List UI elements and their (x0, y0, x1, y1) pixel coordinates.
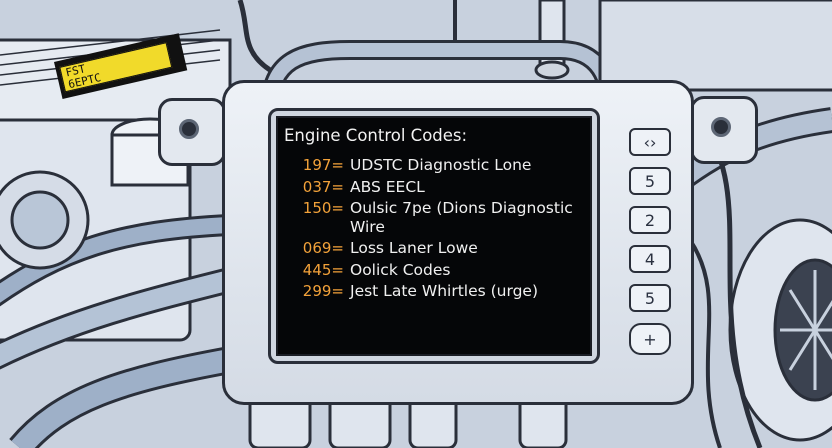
key-navigate[interactable]: ‹› (629, 128, 671, 156)
code-number: 197= (302, 156, 344, 174)
screen-title: Engine Control Codes: (284, 126, 468, 145)
key-2[interactable]: 2 (629, 206, 671, 234)
code-description: Oulsic 7pe (Dions Diagnostic Wire (350, 199, 573, 236)
code-number: 150= (302, 199, 344, 217)
code-description: Loss Laner Lowe (350, 239, 478, 257)
scanner-display: Engine Control Codes: 197= UDSTC Diagnos… (276, 116, 592, 356)
code-row[interactable]: 445= Oolick Codes (284, 261, 584, 280)
code-number: 037= (302, 177, 344, 196)
screw-hole (179, 119, 199, 139)
key-5[interactable]: 5 (629, 167, 671, 195)
code-row[interactable]: 069= Loss Laner Lowe (284, 239, 584, 258)
code-number: 445= (302, 260, 344, 279)
code-row[interactable]: 037= ABS EECL (284, 178, 584, 197)
code-description: UDSTC Diagnostic Lone (350, 156, 532, 174)
keypad: ‹› 5 2 4 5 + (626, 128, 674, 366)
code-description: Oolick Codes (350, 260, 451, 279)
code-list: 197= UDSTC Diagnostic Lone 037= ABS EECL… (284, 156, 584, 301)
code-description: ABS EECL (350, 177, 425, 196)
mount-tab-left (158, 98, 226, 166)
screw-hole (711, 117, 731, 137)
key-plus[interactable]: + (629, 323, 671, 355)
mount-tab-right (690, 96, 758, 164)
code-number: 299= (302, 282, 344, 300)
code-row[interactable]: 150= Oulsic 7pe (Dions Diagnostic Wire (284, 199, 584, 236)
code-row[interactable]: 299= Jest Late Whirtles (urge) (284, 282, 584, 301)
key-5-lower[interactable]: 5 (629, 284, 671, 312)
code-number: 069= (302, 239, 344, 257)
code-row[interactable]: 197= UDSTC Diagnostic Lone (284, 156, 584, 175)
key-4[interactable]: 4 (629, 245, 671, 273)
code-description: Jest Late Whirtles (urge) (350, 282, 539, 300)
